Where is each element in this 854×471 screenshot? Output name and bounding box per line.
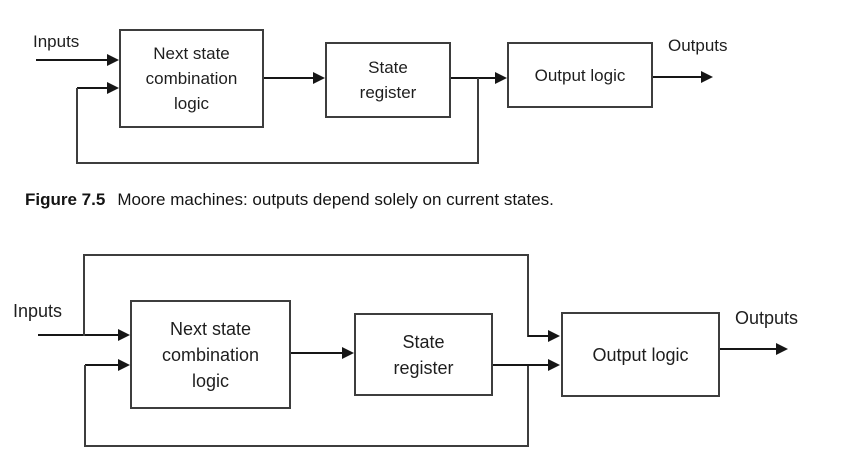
arrow-right-icon	[548, 330, 560, 342]
moore-inputs-arrow-line	[36, 59, 111, 61]
mealy-feedback-right-vline	[527, 366, 529, 447]
moore-register-to-output-line	[451, 77, 497, 79]
mealy-state-register-box: State register	[354, 313, 493, 396]
mealy-output-logic-box: Output logic	[561, 312, 720, 397]
arrow-right-icon	[342, 347, 354, 359]
moore-outputs-arrow-line	[653, 76, 703, 78]
mealy-feedback-bottom-hline	[84, 445, 529, 447]
figure-caption: Figure 7.5 Moore machines: outputs depend…	[25, 190, 554, 210]
box-label-line: logic	[191, 370, 230, 391]
mealy-input-bypass-right-vline	[527, 255, 529, 337]
moore-output-logic-box: Output logic	[507, 42, 653, 108]
mealy-inputs-arrow-line	[38, 334, 121, 336]
mealy-outputs-arrow-line	[720, 348, 777, 350]
mealy-feedback-left-vline	[84, 365, 86, 447]
box-label-line: register	[359, 83, 417, 102]
mealy-outputs-label: Outputs	[735, 308, 799, 328]
moore-feedback-right-vline	[477, 78, 479, 164]
mealy-logic-to-register-line	[291, 352, 344, 354]
moore-outputs-label: Outputs	[668, 36, 728, 55]
arrow-right-icon	[107, 82, 119, 94]
moore-feedback-bottom-hline	[76, 162, 479, 164]
box-label-line: logic	[174, 94, 209, 113]
mealy-feedback-arrow-line	[85, 364, 121, 366]
moore-inputs-label: Inputs	[33, 32, 80, 51]
figure-caption-number: Figure 7.5	[25, 190, 106, 209]
box-label-line: Output logic	[534, 65, 626, 85]
arrow-right-icon	[118, 359, 130, 371]
arrow-right-icon	[701, 71, 713, 83]
mealy-next-state-logic-box: Next state combination logic	[130, 300, 291, 409]
moore-feedback-left-vline	[76, 88, 78, 164]
box-label-line: combination	[145, 69, 238, 88]
arrow-right-icon	[776, 343, 788, 355]
arrow-right-icon	[548, 359, 560, 371]
arrow-right-icon	[313, 72, 325, 84]
mealy-input-bypass-left-vline	[83, 255, 85, 336]
mealy-inputs-label: Inputs	[13, 301, 63, 321]
figure-caption-text: Moore machines: outputs depend solely on…	[117, 190, 554, 209]
box-label-line: combination	[161, 344, 260, 365]
box-label-line: Output logic	[592, 344, 689, 365]
moore-logic-to-register-line	[264, 77, 315, 79]
mealy-input-to-output-arrow-line	[528, 335, 550, 337]
box-label-line: Next state	[153, 44, 230, 63]
moore-next-state-logic-box: Next state combination logic	[119, 29, 264, 128]
moore-feedback-arrow-line	[77, 87, 111, 89]
arrow-right-icon	[495, 72, 507, 84]
mealy-register-to-output-line	[493, 364, 550, 366]
box-label-line: register	[393, 357, 454, 378]
box-label-line: State	[402, 331, 445, 352]
box-label-line: State	[368, 58, 408, 77]
moore-state-register-box: State register	[325, 42, 451, 118]
arrow-right-icon	[107, 54, 119, 66]
arrow-right-icon	[118, 329, 130, 341]
box-label-line: Next state	[169, 318, 252, 339]
mealy-input-bypass-top-hline	[83, 254, 529, 256]
